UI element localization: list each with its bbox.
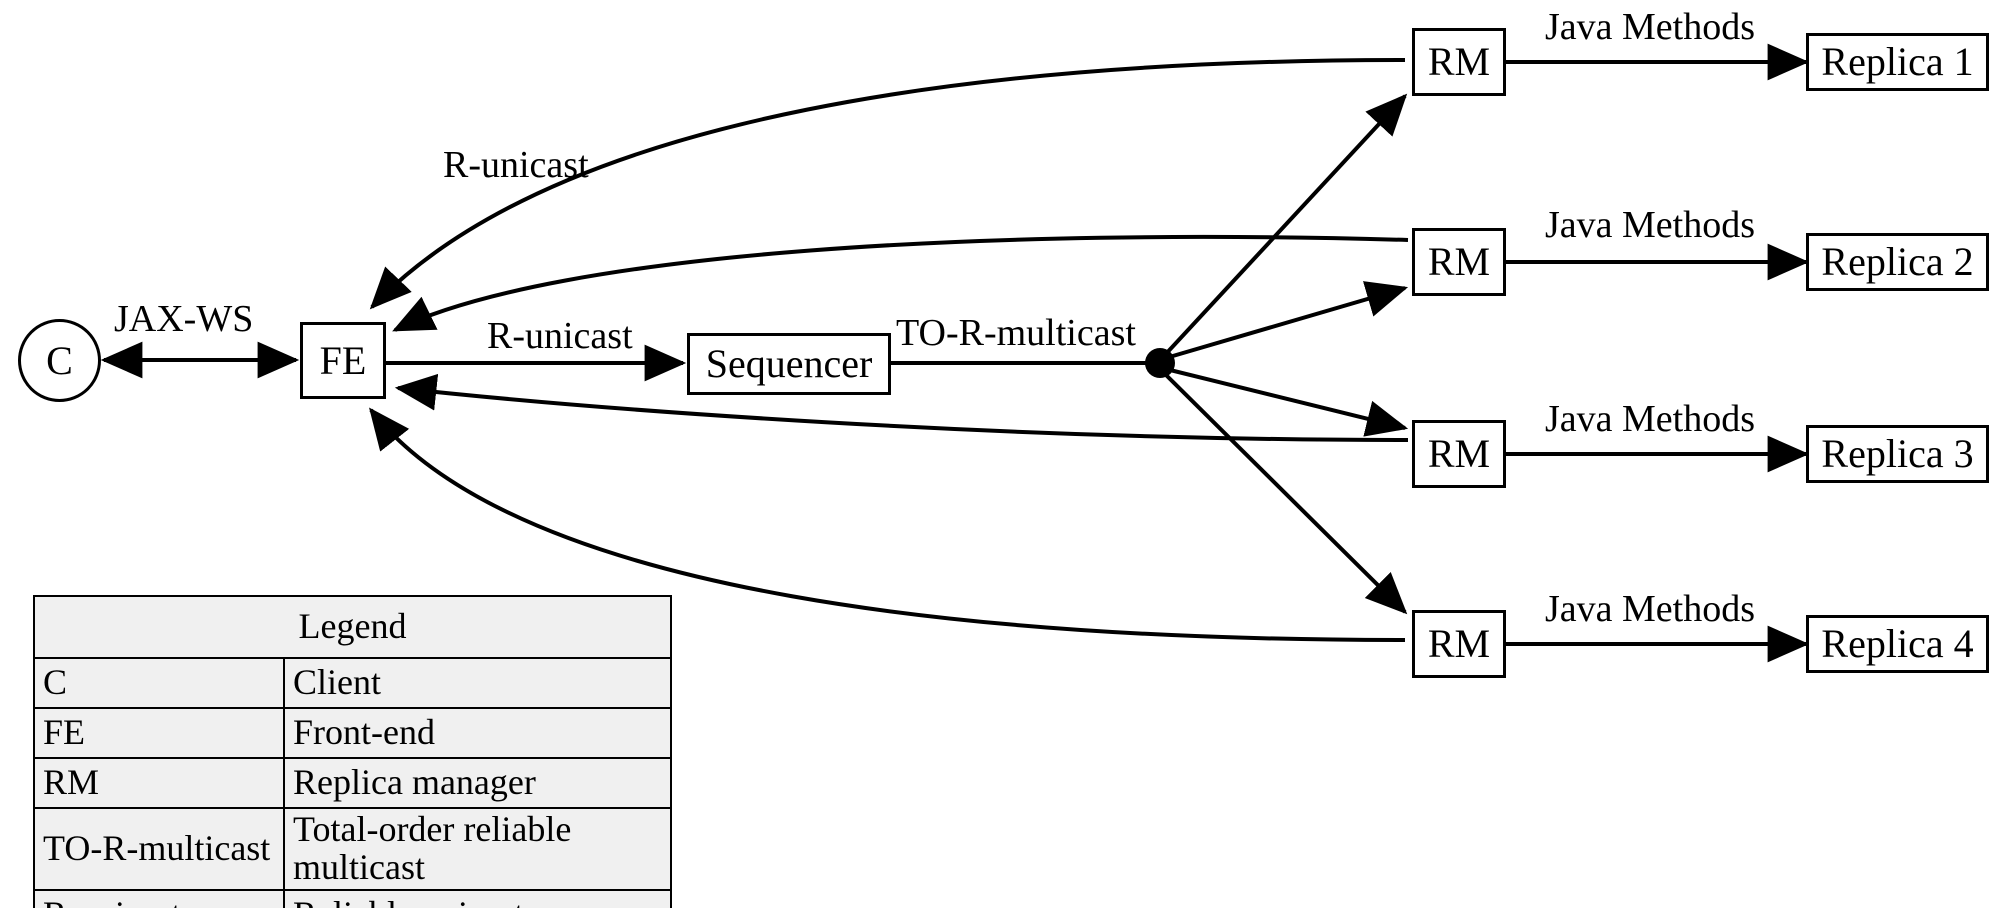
legend-row: TO-R-multicast Total-order reliable mult… <box>33 807 672 891</box>
node-sequencer-label: Sequencer <box>705 341 873 386</box>
node-rm-4[interactable]: RM <box>1412 610 1506 678</box>
edge-junction-rm-2 <box>1165 281 1409 360</box>
legend-value: Client <box>283 657 672 709</box>
legend-key: R-unicast <box>33 888 285 908</box>
node-rm-3[interactable]: RM <box>1412 420 1506 488</box>
node-replica-2-label: Replica 2 <box>1821 239 1974 284</box>
node-replica-3-label: Replica 3 <box>1821 431 1974 476</box>
multicast-junction-dot <box>1145 348 1175 378</box>
edge-rm3-frontend-return <box>394 373 1409 442</box>
node-rm-2-label: RM <box>1427 239 1491 284</box>
node-sequencer[interactable]: Sequencer <box>687 333 891 395</box>
node-replica-3[interactable]: Replica 3 <box>1806 425 1989 483</box>
legend-value: Reliable unicast <box>283 888 672 908</box>
edge-junction-rm-4 <box>1161 370 1408 615</box>
edge-label-r-unicast-frontend-sequencer: R-unicast <box>487 315 633 357</box>
legend-row: RM Replica manager <box>33 757 672 809</box>
legend-row: C Client <box>33 657 672 709</box>
legend-table: Legend C Client FE Front-end RM Replica … <box>33 595 672 908</box>
legend-row: R-unicast Reliable unicast <box>33 888 672 908</box>
node-rm-1[interactable]: RM <box>1412 28 1506 96</box>
edge-label-to-r-multicast: TO-R-multicast <box>896 312 1136 354</box>
node-client-label: C <box>46 337 73 383</box>
edge-label-java-methods-2: Java Methods <box>1545 204 1756 246</box>
legend-key: C <box>33 657 285 709</box>
edge-label-java-methods-3: Java Methods <box>1545 398 1756 440</box>
edge-junction-rm-3 <box>1165 367 1409 437</box>
legend-key: TO-R-multicast <box>33 807 285 891</box>
node-rm-4-label: RM <box>1427 621 1491 666</box>
node-frontend-label: FE <box>319 337 367 383</box>
node-replica-4[interactable]: Replica 4 <box>1806 615 1989 673</box>
node-rm-1-label: RM <box>1427 39 1491 84</box>
edge-label-java-methods-1: Java Methods <box>1545 6 1756 48</box>
legend-key: FE <box>33 707 285 759</box>
edge-junction-rm-1 <box>1161 93 1408 359</box>
edge-rm2-frontend-return <box>392 234 1409 332</box>
edge-label-java-methods-4: Java Methods <box>1545 588 1756 630</box>
edge-label-jax-ws: JAX-WS <box>114 298 254 340</box>
legend-value: Replica manager <box>283 757 672 809</box>
edge-label-r-unicast-top: R-unicast <box>443 144 589 186</box>
legend-value: Front-end <box>283 707 672 759</box>
node-client[interactable]: C <box>18 319 101 402</box>
node-replica-1-label: Replica 1 <box>1821 39 1974 84</box>
node-replica-1[interactable]: Replica 1 <box>1806 33 1989 91</box>
edge-rm4-frontend-return <box>369 407 1406 642</box>
node-frontend[interactable]: FE <box>300 322 386 399</box>
legend-title: Legend <box>33 595 672 659</box>
node-replica-4-label: Replica 4 <box>1821 621 1974 666</box>
legend-header-row: Legend <box>33 595 672 659</box>
node-replica-2[interactable]: Replica 2 <box>1806 233 1989 291</box>
edge-rm1-frontend-return <box>369 58 1406 310</box>
legend-value: Total-order reliable multicast <box>283 807 672 891</box>
node-rm-2[interactable]: RM <box>1412 228 1506 296</box>
legend-row: FE Front-end <box>33 707 672 759</box>
node-rm-3-label: RM <box>1427 431 1491 476</box>
legend-key: RM <box>33 757 285 809</box>
